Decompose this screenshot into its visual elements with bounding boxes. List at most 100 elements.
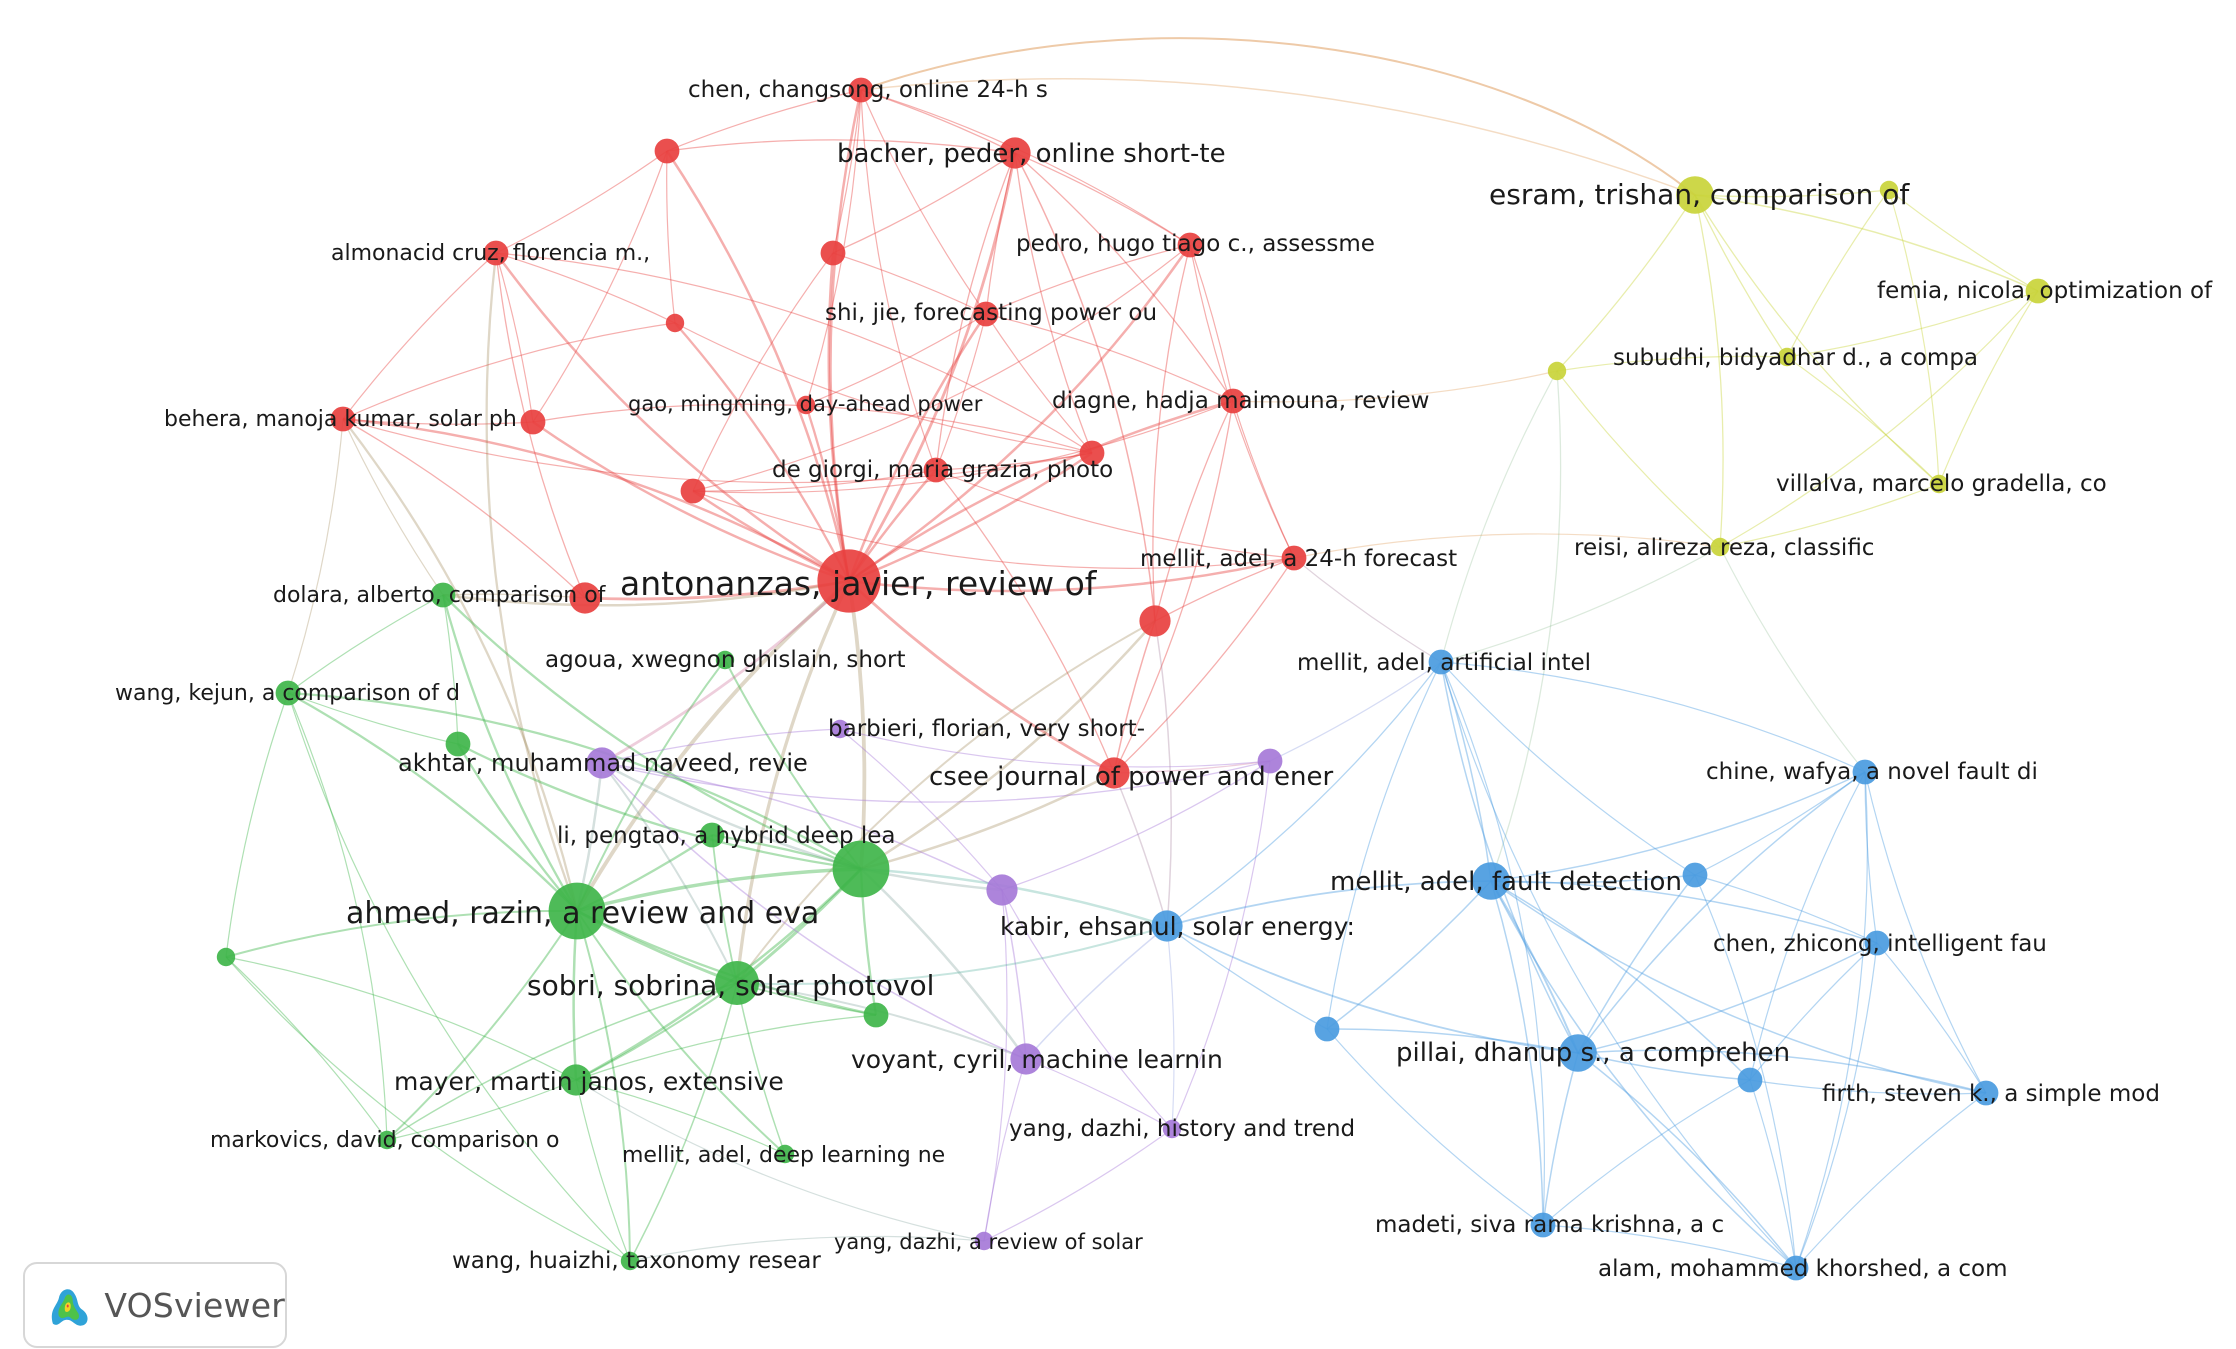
- node-akhtar_g[interactable]: [445, 731, 471, 757]
- node-barbieri[interactable]: [830, 719, 850, 739]
- node-p_mid[interactable]: [986, 874, 1018, 906]
- label-antonanzas[interactable]: antonanzas, javier, review of: [620, 564, 1098, 603]
- label-femia[interactable]: femia, nicola, optimization of: [1877, 278, 2213, 304]
- node-mellit_deep[interactable]: [775, 1144, 795, 1164]
- node-diagne[interactable]: [1220, 388, 1246, 414]
- node-g_left[interactable]: [216, 947, 236, 967]
- node-r_mid6[interactable]: [1139, 605, 1171, 637]
- node-r_mid4[interactable]: [1079, 440, 1105, 466]
- label-yang_history[interactable]: yang, dazhi, history and trend: [1009, 1116, 1355, 1142]
- label-dolara[interactable]: dolara, alberto, comparison of: [273, 583, 607, 608]
- node-ahmed[interactable]: [548, 882, 606, 940]
- node-wang_huaizhi[interactable]: [620, 1251, 640, 1271]
- label-subudhi[interactable]: subudhi, bidyadhar d., a compa: [1613, 345, 1978, 371]
- node-pedro[interactable]: [1177, 232, 1203, 258]
- node-mellit_ai[interactable]: [1428, 649, 1454, 675]
- label-almonacid[interactable]: almonacid cruz, florencia m.,: [331, 241, 650, 266]
- label-chen_zhicong[interactable]: chen, zhicong, intelligent fau: [1713, 931, 2047, 957]
- label-pillai[interactable]: pillai, dhanup s., a comprehen: [1396, 1038, 1790, 1068]
- node-behera[interactable]: [330, 406, 356, 432]
- label-esram[interactable]: esram, trishan, comparison of: [1489, 178, 1910, 211]
- node-b_mid3[interactable]: [1737, 1067, 1763, 1093]
- node-de_giorgi[interactable]: [923, 457, 949, 483]
- node-madeti[interactable]: [1530, 1212, 1556, 1238]
- node-y_top[interactable]: [1879, 180, 1899, 200]
- node-esram[interactable]: [1676, 176, 1714, 214]
- label-li_pengtao[interactable]: li, pengtao, a hybrid deep lea: [557, 823, 896, 849]
- node-firth[interactable]: [1973, 1080, 1999, 1106]
- label-sobri[interactable]: sobri, sobrina, solar photovol: [527, 969, 934, 1002]
- label-mayer[interactable]: mayer, martin janos, extensive: [394, 1067, 784, 1096]
- node-yang_history[interactable]: [1162, 1119, 1182, 1139]
- node-antonanzas[interactable]: [817, 549, 881, 613]
- label-chine[interactable]: chine, wafya, a novel fault di: [1706, 759, 2038, 785]
- label-villalva[interactable]: villalva, marcelo gradella, co: [1776, 471, 2107, 497]
- label-ahmed[interactable]: ahmed, razin, a review and eva: [346, 896, 819, 931]
- node-li_pengtao[interactable]: [699, 822, 725, 848]
- node-mellit_24h[interactable]: [1281, 545, 1307, 571]
- node-g_mid[interactable]: [863, 1002, 889, 1028]
- node-akhtar[interactable]: [586, 747, 618, 779]
- node-r_mid3[interactable]: [520, 409, 546, 435]
- label-mellit_24h[interactable]: mellit, adel, a 24-h forecast: [1140, 546, 1457, 572]
- node-almonacid[interactable]: [483, 240, 509, 266]
- node-g_big[interactable]: [832, 840, 890, 898]
- node-voyant[interactable]: [1010, 1043, 1042, 1075]
- node-dolara[interactable]: [430, 582, 456, 608]
- node-dolara_r[interactable]: [569, 582, 601, 614]
- node-wang_kejun[interactable]: [275, 680, 301, 706]
- label-bacher[interactable]: bacher, peder, online short-te: [837, 139, 1226, 169]
- label-wang_huaizhi[interactable]: wang, huaizhi, taxonomy resear: [452, 1248, 821, 1274]
- node-csee[interactable]: [1098, 757, 1130, 789]
- node-villalva[interactable]: [1929, 474, 1949, 494]
- label-shi_jie[interactable]: shi, jie, forecasting power ou: [825, 300, 1157, 326]
- label-diagne[interactable]: diagne, hadja maimouna, review: [1052, 388, 1429, 414]
- node-mellit_fault[interactable]: [1472, 862, 1510, 900]
- label-yang_review[interactable]: yang, dazhi, a review of solar: [834, 1230, 1143, 1254]
- label-mellit_deep[interactable]: mellit, adel, deep learning ne: [622, 1143, 945, 1168]
- node-reisi[interactable]: [1710, 537, 1730, 557]
- node-r_mid5[interactable]: [680, 478, 706, 504]
- node-alam[interactable]: [1783, 1255, 1809, 1281]
- node-shi_jie[interactable]: [973, 301, 999, 327]
- node-chine[interactable]: [1852, 759, 1878, 785]
- label-akhtar[interactable]: akhtar, muhammad naveed, revie: [398, 749, 808, 777]
- label-de_giorgi[interactable]: de giorgi, maria grazia, photo: [772, 457, 1113, 483]
- node-yang_review[interactable]: [974, 1231, 994, 1251]
- node-kabir[interactable]: [1151, 910, 1183, 942]
- node-femia[interactable]: [2025, 278, 2051, 304]
- node-y_left[interactable]: [1547, 361, 1567, 381]
- node-mayer[interactable]: [560, 1064, 592, 1096]
- node-r_mid1[interactable]: [820, 240, 846, 266]
- node-markovics[interactable]: [377, 1130, 397, 1150]
- node-gao[interactable]: [796, 395, 816, 415]
- label-wang_kejun[interactable]: wang, kejun, a comparison of d: [115, 681, 460, 706]
- node-r_top1[interactable]: [654, 138, 680, 164]
- label-gao[interactable]: gao, mingming, day-ahead power: [628, 392, 983, 416]
- label-alam[interactable]: alam, mohammed khorshed, a com: [1598, 1256, 2008, 1282]
- node-b_mid1[interactable]: [1682, 862, 1708, 888]
- label-mellit_fault[interactable]: mellit, adel, fault detection: [1330, 867, 1682, 897]
- node-sobri[interactable]: [715, 961, 759, 1005]
- label-csee[interactable]: csee journal of power and ener: [929, 762, 1333, 792]
- node-r_mid2[interactable]: [665, 313, 685, 333]
- node-agoua[interactable]: [715, 650, 735, 670]
- label-barbieri[interactable]: barbieri, florian, very short-: [828, 716, 1145, 742]
- node-subudhi[interactable]: [1777, 347, 1797, 367]
- label-chen_changsong[interactable]: chen, changsong, online 24-h s: [688, 77, 1048, 103]
- label-markovics[interactable]: markovics, david, comparison o: [210, 1128, 560, 1153]
- node-p_right[interactable]: [1257, 748, 1283, 774]
- label-pedro[interactable]: pedro, hugo tiago c., assessme: [1016, 231, 1375, 257]
- node-chen_changsong[interactable]: [848, 77, 874, 103]
- vosviewer-badge[interactable]: VOSviewer: [23, 1262, 287, 1348]
- label-behera[interactable]: behera, manoja kumar, solar ph: [164, 407, 517, 432]
- label-mellit_ai[interactable]: mellit, adel, artificial intel: [1297, 650, 1591, 676]
- label-agoua[interactable]: agoua, xwegnon ghislain, short: [545, 647, 906, 673]
- node-pillai[interactable]: [1559, 1034, 1597, 1072]
- node-chen_zhicong[interactable]: [1864, 930, 1890, 956]
- node-b_mid2[interactable]: [1314, 1016, 1340, 1042]
- label-kabir[interactable]: kabir, ehsanul, solar energy:: [1000, 912, 1355, 941]
- label-reisi[interactable]: reisi, alireza reza, classific: [1574, 535, 1874, 561]
- label-voyant[interactable]: voyant, cyril, machine learnin: [851, 1045, 1223, 1074]
- node-bacher[interactable]: [999, 137, 1031, 169]
